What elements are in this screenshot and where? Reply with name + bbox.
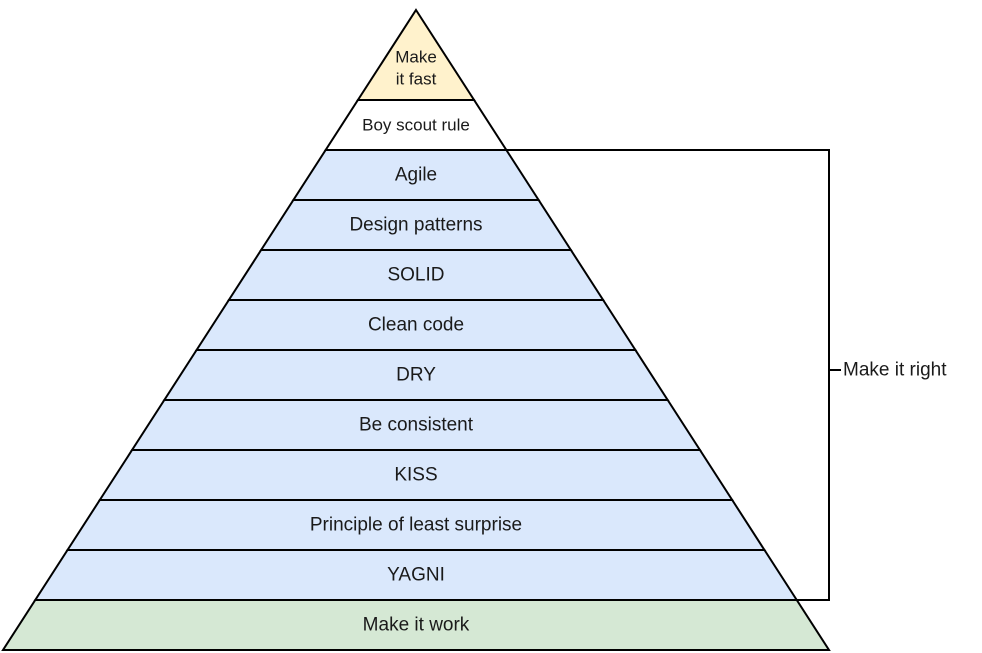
- make-it-right-label: Make it right: [843, 360, 947, 381]
- pyramid-level-label-6: DRY: [396, 365, 436, 386]
- pyramid-level-label-9: Principle of least surprise: [310, 515, 522, 536]
- pyramid-level-label-1: Boy scout rule: [362, 116, 470, 135]
- pyramid-level-label-5: Clean code: [368, 315, 464, 336]
- pyramid-level-label-10: YAGNI: [387, 565, 445, 586]
- bracket-line: [506, 149, 830, 601]
- pyramid-level-label-2: Agile: [395, 165, 437, 186]
- pyramid-level-label-3: Design patterns: [349, 215, 482, 236]
- pyramid-level-label-11: Make it work: [363, 615, 470, 636]
- pyramid-level-label-7: Be consistent: [359, 415, 474, 436]
- pyramid-level-label-line: it fast: [396, 70, 437, 89]
- pyramid-level-label-8: KISS: [394, 465, 437, 486]
- pyramid-level-label-0: Make it fast: [395, 48, 437, 89]
- pyramid-level-label-line: Make: [395, 48, 437, 67]
- pyramid-level-label-4: SOLID: [387, 265, 444, 286]
- make-it-right-bracket: Make it right: [506, 149, 947, 601]
- pyramid-level-11: [1, 599, 831, 651]
